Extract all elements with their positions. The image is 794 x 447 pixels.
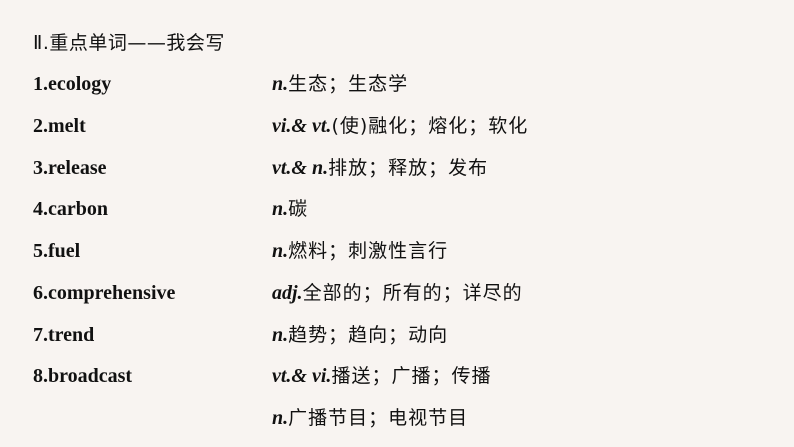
vocab-meaning: 燃料；刺激性言行 (288, 240, 449, 262)
vocab-word: 1.ecology (33, 73, 112, 95)
vocab-meaning: 广播节目；电视节目 (288, 407, 469, 429)
vocab-definition: n.碳 (272, 193, 308, 225)
vocab-row: n.广播节目；电视节目 (0, 402, 794, 434)
vocab-meaning: 趋势；趋向；动向 (288, 324, 449, 346)
vocab-meaning: 播送；广播；传播 (331, 365, 492, 387)
section-roman-numeral: Ⅱ (33, 33, 43, 54)
part-of-speech: n. (272, 324, 289, 346)
vocab-meaning: 碳 (288, 198, 309, 220)
vocab-row: 7.trend n.趋势；趋向；动向 (0, 319, 794, 351)
part-of-speech: n. (272, 407, 289, 429)
vocab-definition: n.广播节目；电视节目 (272, 402, 468, 434)
part-of-speech: n. (272, 73, 289, 95)
section-heading: Ⅱ.重点单词——我会写 (33, 29, 225, 58)
vocab-row: 3.release vt.& n.排放；释放；发布 (0, 152, 794, 184)
vocab-row: 8.broadcast vt.& vi.播送；广播；传播 (0, 360, 794, 392)
section-title: .重点单词——我会写 (42, 32, 225, 54)
vocab-definition: n.趋势；趋向；动向 (272, 319, 448, 351)
vocab-meaning: (使)融化；熔化；软化 (331, 115, 529, 137)
part-of-speech: adj. (272, 282, 303, 304)
vocab-definition: n.生态；生态学 (272, 68, 408, 100)
vocab-row: 6.comprehensive adj.全部的；所有的；详尽的 (0, 277, 794, 309)
vocab-meaning: 生态；生态学 (288, 73, 409, 95)
vocab-row: 2.melt vi.& vt.(使)融化；熔化；软化 (0, 110, 794, 142)
vocab-word: 4.carbon (33, 198, 108, 220)
vocab-definition: vt.& vi.播送；广播；传播 (272, 360, 491, 392)
vocab-word: 7.trend (33, 324, 95, 346)
vocab-meaning: 全部的；所有的；详尽的 (302, 282, 523, 304)
part-of-speech: n. (272, 198, 289, 220)
part-of-speech: vt.& n. (272, 157, 329, 179)
vocab-word: 3.release (33, 157, 107, 179)
vocab-word: 5.fuel (33, 240, 81, 262)
vocab-definition: vi.& vt.(使)融化；熔化；软化 (272, 110, 528, 142)
vocab-definition: adj.全部的；所有的；详尽的 (272, 277, 523, 309)
vocab-row: 5.fuel n.燃料；刺激性言行 (0, 235, 794, 267)
vocab-word: 8.broadcast (33, 365, 133, 387)
vocab-word: 2.melt (33, 115, 86, 137)
vocab-row: 4.carbon n.碳 (0, 193, 794, 225)
vocab-definition: vt.& n.排放；释放；发布 (272, 152, 488, 184)
vocab-meaning: 排放；释放；发布 (328, 157, 489, 179)
part-of-speech: vi.& vt. (272, 115, 332, 137)
vocab-word: 6.comprehensive (33, 282, 176, 304)
vocab-row: 1.ecology n.生态；生态学 (0, 68, 794, 100)
part-of-speech: vt.& vi. (272, 365, 332, 387)
vocab-definition: n.燃料；刺激性言行 (272, 235, 448, 267)
part-of-speech: n. (272, 240, 289, 262)
